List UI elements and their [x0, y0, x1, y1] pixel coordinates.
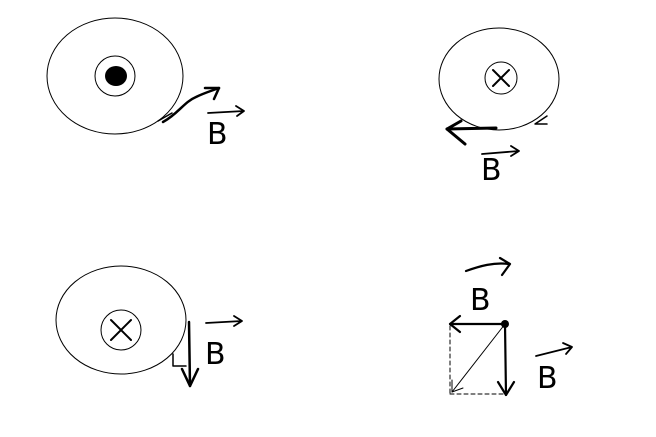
tangent-arrow: [445, 126, 498, 131]
field-loop-outer: [46, 17, 184, 135]
panel-bottom-left: B: [55, 265, 243, 388]
b-label-right: B: [537, 361, 558, 396]
top-b-vector-arrow: [464, 256, 512, 277]
b-vector-arrow: [207, 105, 245, 117]
b-vector-arrow: [205, 315, 243, 327]
b-label: B: [481, 153, 502, 188]
tangent-arrow-head: [180, 367, 200, 388]
b-label: B: [207, 117, 228, 152]
wire-circle: [94, 55, 136, 97]
panel-top-left: B: [46, 17, 245, 152]
resultant-vector-head: [451, 379, 464, 393]
panel-bottom-right: B B: [448, 256, 573, 397]
field-loop-outer: [55, 265, 187, 375]
wire-circle: [100, 309, 142, 351]
tangent-arrow: [161, 86, 221, 124]
current-out-dot: [105, 66, 127, 86]
current-in-cross: [110, 319, 132, 341]
panel-top-right: B: [438, 27, 560, 188]
tangent-arrow-head: [203, 86, 221, 101]
b-label: B: [205, 337, 226, 372]
loop-direction-mark: [534, 115, 548, 125]
left-vector-head: [448, 314, 462, 334]
tangent-arrow-head: [445, 119, 467, 146]
field-loop-outer: [438, 27, 560, 131]
b-vector-arrow: [481, 145, 520, 157]
down-vector: [503, 322, 508, 397]
resultant-vector: [451, 323, 506, 393]
down-vector-head: [496, 380, 516, 397]
b-label-top: B: [470, 283, 491, 318]
tail-mark: [157, 112, 173, 122]
tangent-arrow: [187, 320, 192, 388]
wire-circle: [484, 61, 518, 95]
right-angle-mark: [172, 353, 187, 367]
b-vector-arrow: [535, 342, 573, 357]
current-in-cross: [492, 69, 510, 87]
